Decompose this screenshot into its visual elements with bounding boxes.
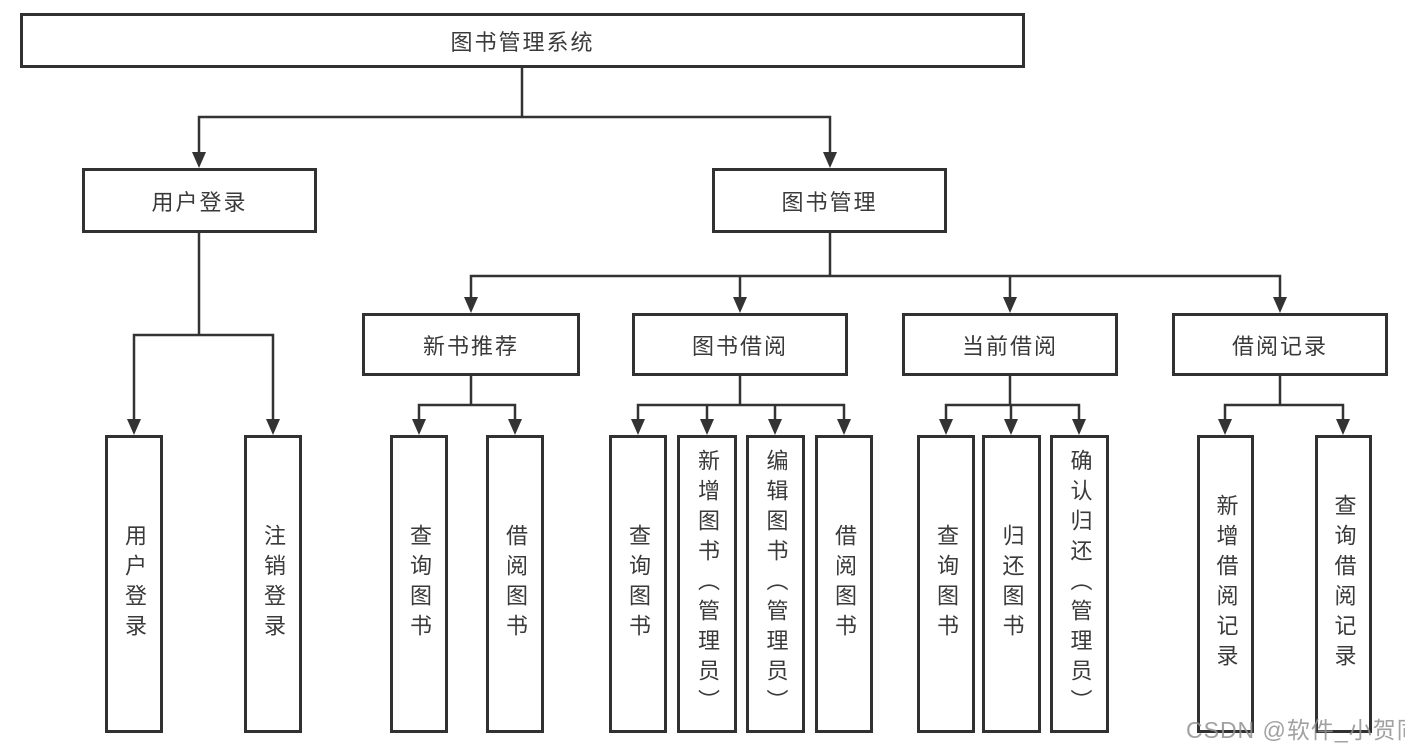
node-book-borrow: 图书借阅: [632, 313, 848, 376]
leaf-edit-book-admin: 编辑图书（管理员）: [746, 435, 805, 733]
leaf-add-borrow-record: 新增借阅记录: [1197, 435, 1254, 733]
leaf-query-books-borrow: 查询图书: [609, 435, 667, 733]
node-user-login-label: 用户登录: [151, 189, 248, 215]
leaf-query-borrow-record: 查询借阅记录: [1315, 435, 1372, 733]
leaf-confirm-return-admin: 确认归还（管理员）: [1050, 435, 1109, 733]
node-new-book-recommend-label: 新书推荐: [422, 333, 519, 359]
node-borrow-records: 借阅记录: [1172, 313, 1388, 376]
leaf-add-book-admin-label: 新增图书（管理员）: [695, 449, 720, 719]
leaf-user-login-label: 用户登录: [122, 524, 147, 644]
leaf-query-books-borrow-label: 查询图书: [626, 524, 651, 644]
leaf-borrow-books: 借阅图书: [815, 435, 873, 733]
node-current-borrow-label: 当前借阅: [961, 333, 1058, 359]
node-book-borrow-label: 图书借阅: [691, 333, 788, 359]
leaf-query-borrow-record-label: 查询借阅记录: [1331, 494, 1357, 674]
leaf-confirm-return-admin-label: 确认归还（管理员）: [1067, 449, 1093, 719]
leaf-borrow-books-label: 借阅图书: [832, 524, 857, 644]
leaf-user-login: 用户登录: [105, 435, 163, 733]
leaf-query-books-recommend: 查询图书: [390, 435, 448, 733]
node-new-book-recommend: 新书推荐: [362, 313, 580, 376]
node-root-label: 图书管理系统: [450, 29, 595, 55]
leaf-logout-label: 注销登录: [261, 524, 286, 644]
leaf-borrow-books-recommend: 借阅图书: [486, 435, 544, 733]
leaf-add-borrow-record-label: 新增借阅记录: [1213, 494, 1239, 674]
leaf-borrow-books-recommend-label: 借阅图书: [503, 524, 528, 644]
node-book-management: 图书管理: [712, 168, 947, 233]
leaf-query-books-current: 查询图书: [917, 435, 975, 733]
csdn-watermark: CSDN @软件_小贺同学: [1186, 717, 1405, 743]
node-root: 图书管理系统: [20, 13, 1025, 68]
leaf-query-books-current-label: 查询图书: [934, 524, 959, 644]
leaf-query-books-recommend-label: 查询图书: [407, 524, 432, 644]
leaf-add-book-admin: 新增图书（管理员）: [677, 435, 737, 733]
node-user-login: 用户登录: [82, 168, 317, 233]
node-book-management-label: 图书管理: [781, 189, 878, 215]
leaf-return-book-label: 归还图书: [999, 524, 1025, 644]
leaf-edit-book-admin-label: 编辑图书（管理员）: [763, 449, 789, 719]
node-current-borrow: 当前借阅: [902, 313, 1118, 376]
leaf-logout: 注销登录: [244, 435, 302, 733]
leaf-return-book: 归还图书: [982, 435, 1041, 733]
node-borrow-records-label: 借阅记录: [1231, 333, 1328, 359]
